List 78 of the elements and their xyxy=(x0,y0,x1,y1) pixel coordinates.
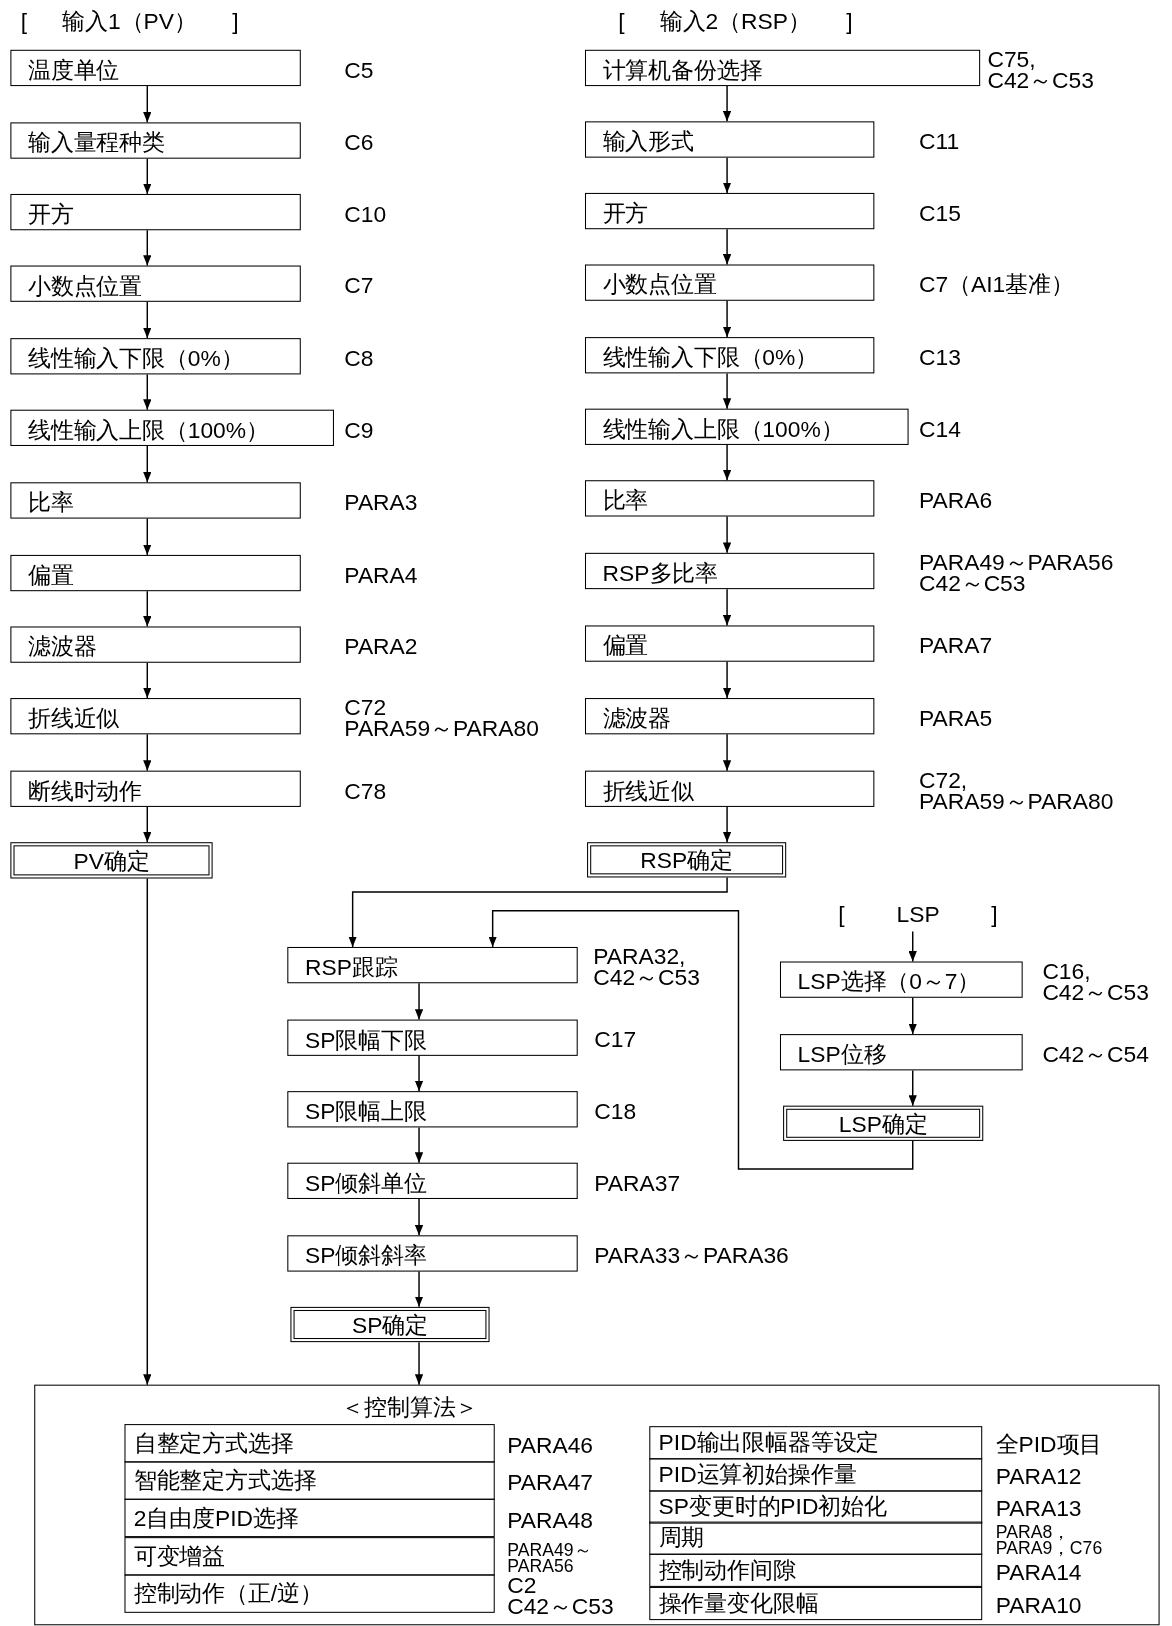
code-label: C14 xyxy=(918,418,961,440)
arrow xyxy=(143,733,152,772)
code-label: C7 xyxy=(344,275,374,297)
arrow xyxy=(414,1270,424,1308)
arrow xyxy=(143,662,152,699)
arrow xyxy=(722,444,732,481)
code-label: C75, C42～C53 xyxy=(987,49,1094,91)
code-label: C10 xyxy=(344,203,387,225)
code-label: C2 C42～C53 xyxy=(507,1574,614,1617)
arrow xyxy=(143,373,152,411)
arrow xyxy=(414,1198,424,1237)
code-label: C42～C54 xyxy=(1042,1043,1149,1065)
code-label: PARA46 xyxy=(507,1434,593,1456)
arrow xyxy=(143,85,152,124)
code-label: C5 xyxy=(344,59,374,81)
arrow xyxy=(908,930,917,963)
arrow xyxy=(722,515,732,554)
code-label: C78 xyxy=(344,780,387,802)
code-label: PARA33～PARA36 xyxy=(594,1245,789,1266)
panel-title: ＜控制算法＞ xyxy=(341,1393,479,1422)
code-label: PARA47 xyxy=(507,1472,593,1494)
code-label: C11 xyxy=(918,131,960,153)
arrow xyxy=(414,1341,424,1386)
section-heading: [ 输入2（RSP） ] xyxy=(618,7,853,37)
code-label: PARA12 xyxy=(995,1466,1082,1488)
arrow xyxy=(143,157,152,195)
section-heading: [ 输入1（PV） ] xyxy=(20,7,239,37)
code-label: PARA13 xyxy=(995,1498,1082,1520)
code-label: C16, C42～C53 xyxy=(1042,960,1149,1003)
code-label: PARA5 xyxy=(918,707,993,729)
code-label: PARA10 xyxy=(995,1595,1082,1617)
code-label: PARA49～ PARA56 xyxy=(507,1542,592,1575)
arrow xyxy=(414,982,424,1021)
code-label: C6 xyxy=(344,132,374,154)
arrow xyxy=(143,590,152,628)
arrow xyxy=(143,445,152,484)
arrow xyxy=(143,517,152,556)
code-label: PARA7 xyxy=(918,635,993,657)
arrow xyxy=(143,806,152,843)
code-label: C7（AI1基准） xyxy=(918,274,1074,296)
section-heading: [ LSP ] xyxy=(819,898,1017,932)
arrow xyxy=(143,877,152,1386)
code-label: PARA8， PARA9，C76 xyxy=(995,1524,1103,1557)
code-label: PARA48 xyxy=(507,1509,593,1531)
arrow xyxy=(143,229,152,267)
arrow xyxy=(722,300,732,338)
arrow xyxy=(722,372,732,410)
code-label: PARA32, C42～C53 xyxy=(593,946,700,989)
arrow xyxy=(722,85,732,123)
code-label: PARA14 xyxy=(995,1561,1082,1583)
arrow xyxy=(908,997,917,1035)
code-label: C9 xyxy=(344,419,374,441)
arrow xyxy=(348,876,728,948)
arrow xyxy=(908,1069,917,1107)
arrow xyxy=(722,228,732,266)
arrow xyxy=(722,588,732,627)
arrow xyxy=(414,1126,424,1164)
code-label: 全PID项目 xyxy=(995,1434,1103,1456)
code-label: PARA37 xyxy=(594,1172,681,1194)
arrow xyxy=(143,301,152,339)
arrow xyxy=(722,733,732,772)
code-label: C72, PARA59～PARA80 xyxy=(918,769,1114,812)
code-label: C17 xyxy=(594,1029,637,1051)
code-label: PARA3 xyxy=(344,492,418,513)
code-label: PARA4 xyxy=(344,564,418,586)
code-label: PARA6 xyxy=(918,489,993,511)
code-label: C18 xyxy=(594,1100,637,1122)
code-label: PARA2 xyxy=(344,636,418,658)
arrow xyxy=(722,806,732,843)
code-label: PARA49～PARA56 C42～C53 xyxy=(918,552,1114,595)
code-label: C72 PARA59～PARA80 xyxy=(344,697,539,740)
code-label: C13 xyxy=(918,346,961,368)
code-label: C8 xyxy=(344,347,374,369)
arrow xyxy=(488,909,914,1170)
code-label: C15 xyxy=(918,202,961,224)
arrow xyxy=(414,1055,424,1092)
arrow xyxy=(722,661,732,699)
arrow xyxy=(722,156,732,194)
